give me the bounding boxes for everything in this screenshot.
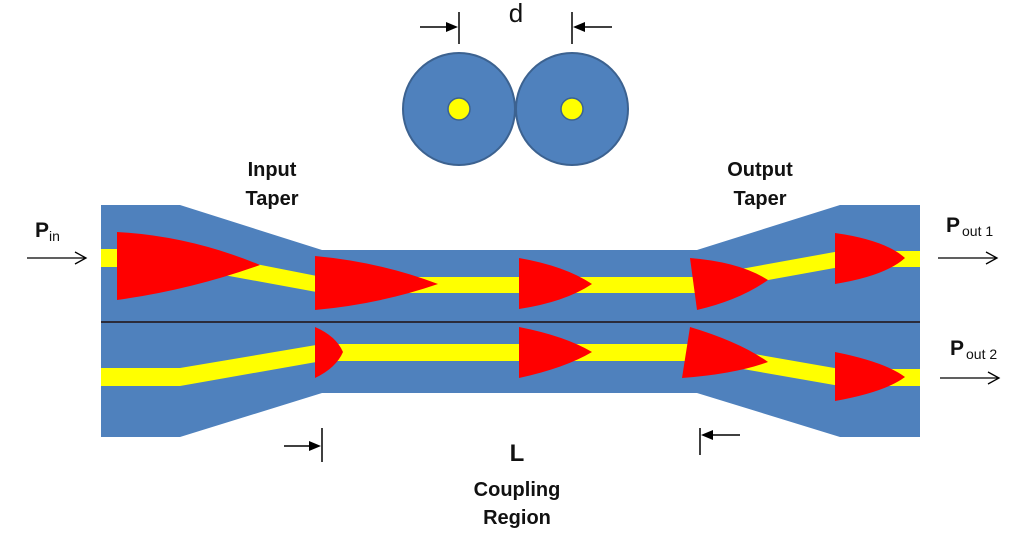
input-taper-label-line2: Taper bbox=[246, 188, 299, 210]
pulse-bottom-2 bbox=[519, 327, 592, 378]
d-arrowhead-left bbox=[446, 22, 458, 32]
p-in-arrowhead bbox=[74, 251, 88, 265]
pulse-bottom-3 bbox=[682, 327, 768, 378]
d-arrowhead-right bbox=[573, 22, 585, 32]
coupling-region-line2: Region bbox=[483, 507, 551, 529]
io-arrows bbox=[27, 251, 1001, 385]
d-label: d bbox=[509, 0, 523, 28]
coupler-body bbox=[101, 205, 920, 437]
pulse-top-1 bbox=[117, 232, 260, 300]
coupling-region-line1: Coupling bbox=[474, 479, 561, 501]
input-taper-label-line1: Input bbox=[248, 159, 297, 181]
pulse-top-4 bbox=[690, 258, 768, 310]
d-dimension bbox=[420, 12, 612, 44]
light-pulses bbox=[117, 232, 905, 401]
p-out2-arrowhead bbox=[987, 371, 1001, 385]
l-dimension bbox=[284, 428, 740, 462]
pulse-bottom-4 bbox=[835, 352, 905, 401]
l-arrowhead-left bbox=[309, 441, 321, 451]
pulse-top-2 bbox=[315, 256, 438, 310]
output-taper-label-line1: Output bbox=[727, 159, 793, 181]
l-label: L bbox=[510, 440, 525, 467]
p-out1-arrowhead bbox=[985, 251, 999, 265]
fiber-right-core bbox=[560, 97, 584, 121]
pulse-top-5 bbox=[835, 233, 905, 284]
fiber-left-core bbox=[447, 97, 471, 121]
l-arrowhead-right bbox=[701, 430, 713, 440]
p-in-label: Pin bbox=[35, 219, 60, 244]
pulse-bottom-1 bbox=[315, 327, 343, 378]
output-taper-label-line2: Taper bbox=[734, 188, 787, 210]
pulse-top-3 bbox=[519, 258, 592, 309]
fiber-cross-section bbox=[402, 52, 629, 166]
fiber-bottom-body bbox=[101, 322, 920, 437]
